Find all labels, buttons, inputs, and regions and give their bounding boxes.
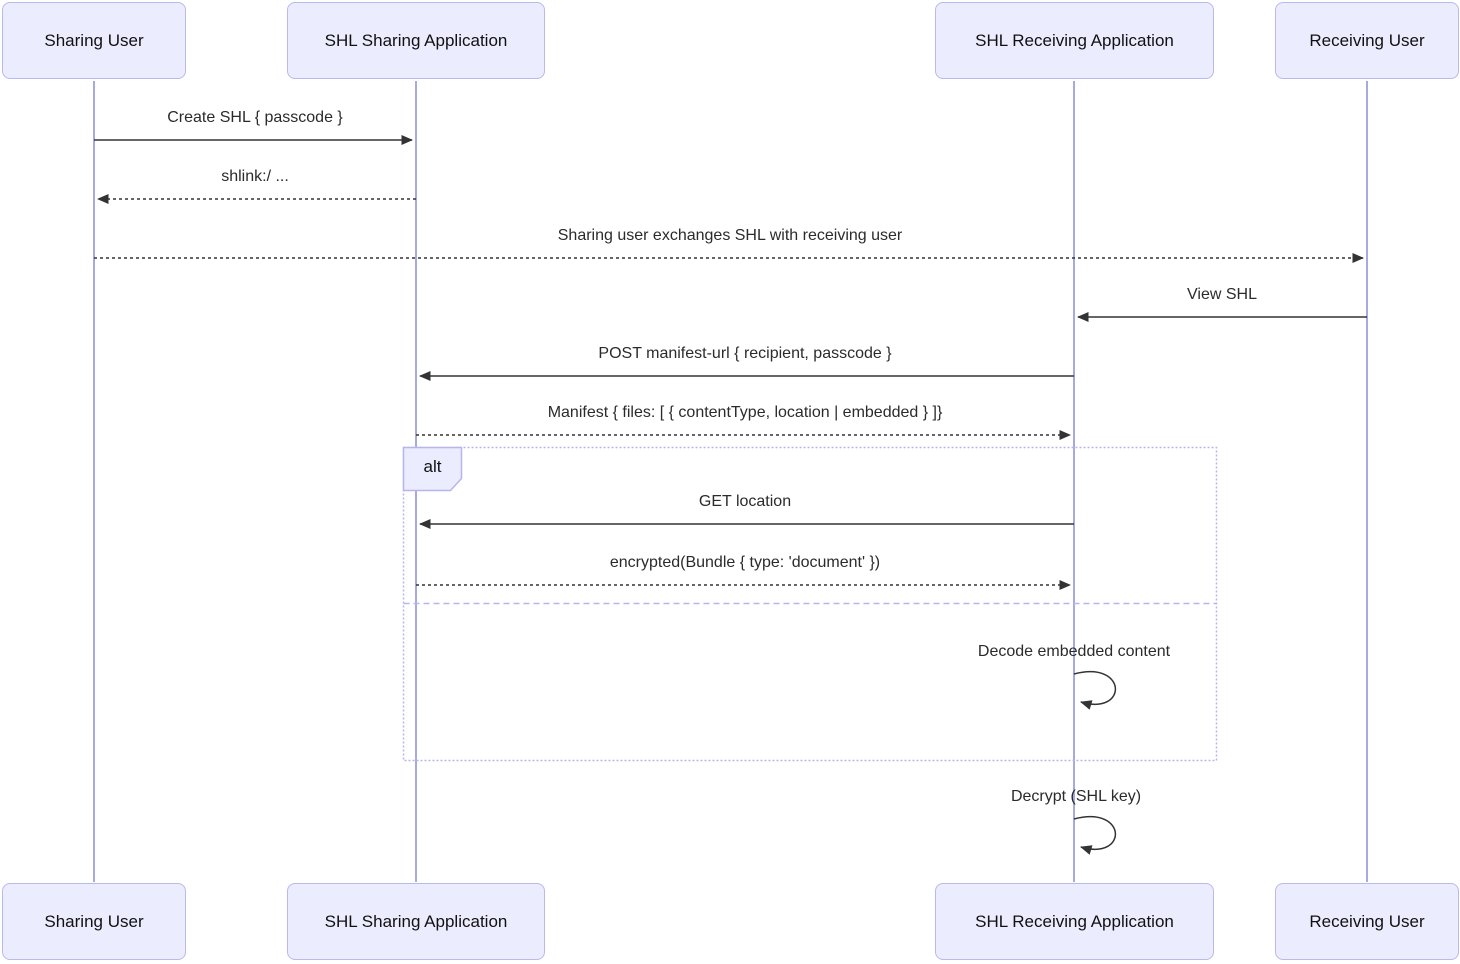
actor-label: SHL Receiving Application — [975, 911, 1174, 931]
actor-bottom-shl-receiving-application: SHL Receiving Application — [935, 883, 1214, 960]
actor-label: Receiving User — [1309, 911, 1425, 931]
actor-bottom-receiving-user: Receiving User — [1275, 883, 1459, 960]
message-label-post-manifest: POST manifest-url { recipient, passcode … — [598, 345, 892, 362]
self-loop-decrypt — [1073, 816, 1117, 855]
message-label-create-shl: Create SHL { passcode } — [167, 109, 343, 126]
actor-top-shl-sharing-application: SHL Sharing Application — [287, 2, 545, 79]
self-loop-decode-embedded — [1073, 671, 1117, 710]
actor-label: SHL Receiving Application — [975, 30, 1174, 50]
message-label-exchange-shl: Sharing user exchanges SHL with receivin… — [557, 227, 903, 244]
message-label-manifest-response: Manifest { files: [ { contentType, locat… — [547, 404, 943, 421]
actor-top-shl-receiving-application: SHL Receiving Application — [935, 2, 1214, 79]
message-label-get-location: GET location — [698, 493, 792, 510]
alt-label: alt — [423, 457, 442, 476]
alt-label-box — [402, 446, 463, 492]
actor-bottom-sharing-user: Sharing User — [2, 883, 186, 960]
actor-label: SHL Sharing Application — [324, 911, 508, 931]
actor-label: Sharing User — [44, 30, 144, 50]
message-label-view-shl: View SHL — [1187, 286, 1257, 303]
message-label-shlink: shlink:/ ... — [221, 168, 289, 185]
message-label-decrypt: Decrypt (SHL key) — [1010, 788, 1142, 805]
actor-top-sharing-user: Sharing User — [2, 2, 186, 79]
actor-bottom-shl-sharing-application: SHL Sharing Application — [287, 883, 545, 960]
actor-top-receiving-user: Receiving User — [1275, 2, 1459, 79]
actor-label: Receiving User — [1309, 30, 1425, 50]
actor-label: SHL Sharing Application — [324, 30, 508, 50]
message-label-decode-embedded: Decode embedded content — [977, 643, 1171, 660]
message-label-encrypted-bundle: encrypted(Bundle { type: 'document' }) — [609, 554, 881, 571]
actor-label: Sharing User — [44, 911, 144, 931]
